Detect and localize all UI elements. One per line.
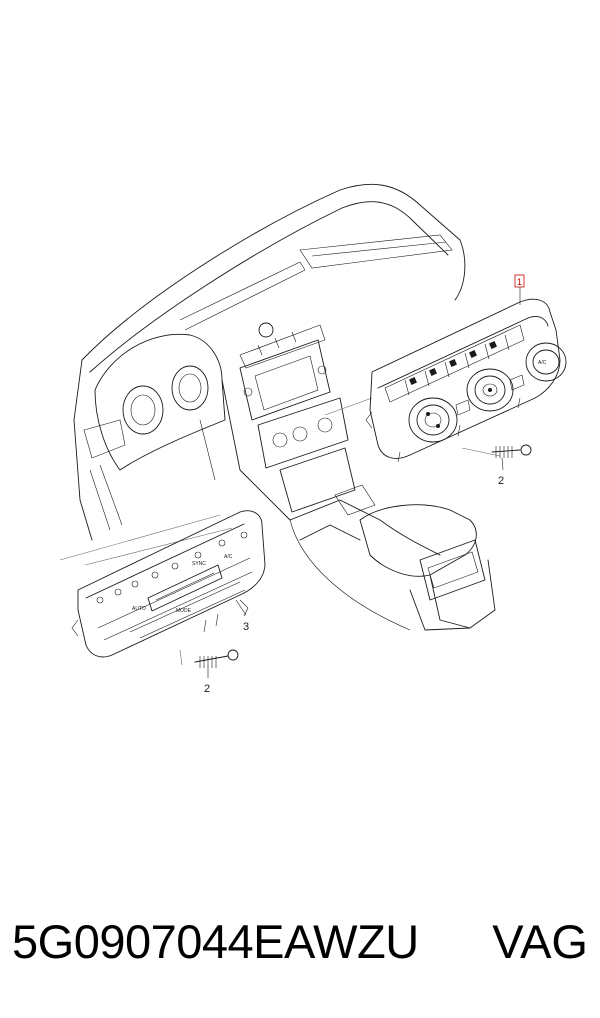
panel-1-center-knob [466, 368, 514, 412]
callout-2-upper-label: 2 [498, 475, 504, 487]
dashboard-outline [73, 183, 496, 631]
footer: 5G0907044EAWZU VAG [0, 912, 600, 982]
panel-3-icon-row [96, 531, 248, 604]
panel-1-ac-label: A/C [538, 360, 547, 366]
callout-1-label: 1 [517, 277, 522, 287]
panel-3-display [147, 564, 223, 612]
leader-line-panel-3 [59, 514, 221, 561]
callout-2-lower-label: 2 [204, 683, 210, 695]
panel-1-left-knob [408, 397, 458, 443]
screw-2-lower: 2 [179, 649, 239, 695]
part-number: 5G0907044EAWZU [12, 915, 419, 968]
leader-line-panel-3b [84, 527, 233, 566]
climate-panel-3: AUTO SYNC A/C MODE [71, 510, 266, 658]
brand-label: VAG [492, 915, 588, 968]
panel-1-button-row [384, 324, 525, 403]
callout-3: 3 [235, 599, 249, 633]
panel-1-right-knob: A/C [525, 342, 567, 382]
screw-2-upper: 2 [461, 444, 532, 487]
callout-1: 1 [514, 274, 525, 305]
panel-3-sync-label: SYNC [192, 561, 206, 567]
panel-3-ac-label: A/C [224, 554, 233, 560]
callout-3-label: 3 [243, 621, 249, 633]
panel-3-mode-label: MODE [176, 608, 192, 614]
climate-panel-1: A/C [365, 298, 567, 463]
callout-1-highlight [514, 274, 525, 288]
